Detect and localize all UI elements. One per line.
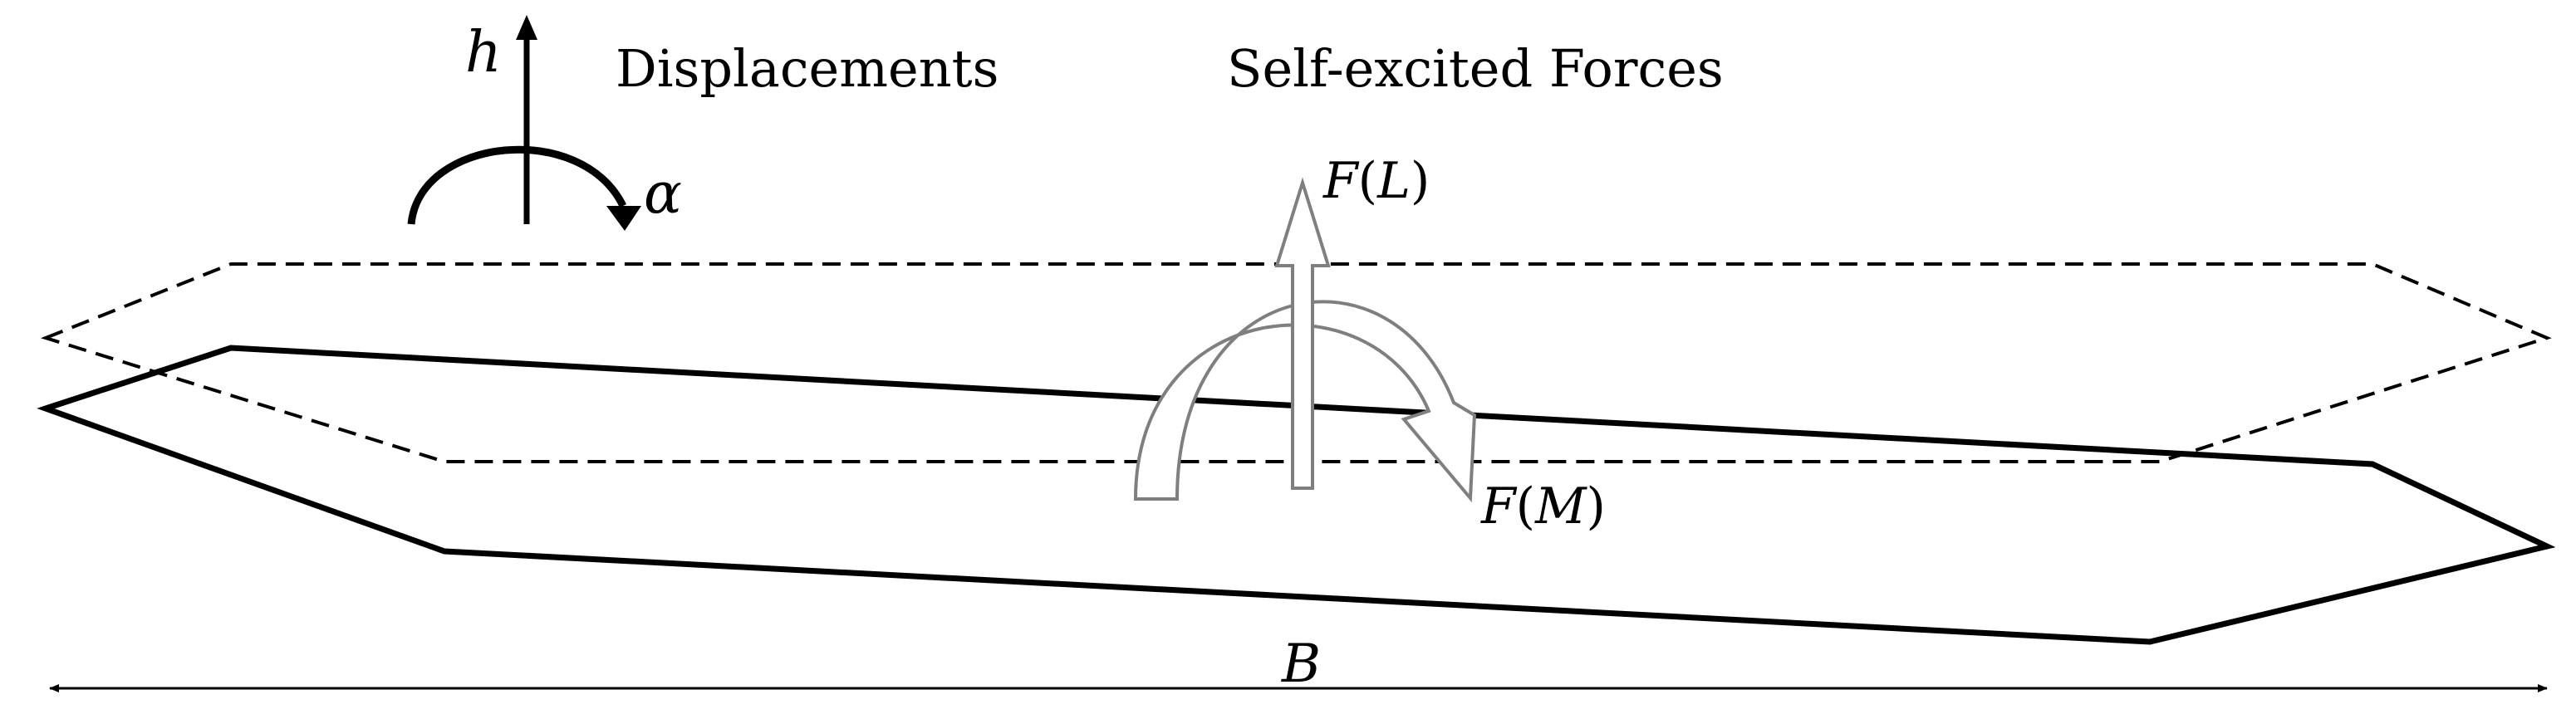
pitch-symbol-label: α xyxy=(644,161,682,227)
heave-symbol-label: h xyxy=(465,20,502,86)
displacements-label: Displacements xyxy=(616,38,999,99)
moment-force-arrow-icon xyxy=(1133,300,1477,503)
lift-force-label: F(L) xyxy=(1323,152,1430,210)
displaced-section-outline xyxy=(37,345,2556,645)
undeformed-section-outline xyxy=(41,262,2552,463)
width-symbol-label: B xyxy=(1282,633,1322,695)
lift-force-arrow-icon xyxy=(1274,177,1331,490)
pitch-rotation-arrow-icon xyxy=(407,145,641,231)
moment-force-label: F(M) xyxy=(1481,477,1606,536)
heave-arrow-icon xyxy=(516,15,537,224)
self-excited-forces-label: Self-excited Forces xyxy=(1227,38,1724,99)
